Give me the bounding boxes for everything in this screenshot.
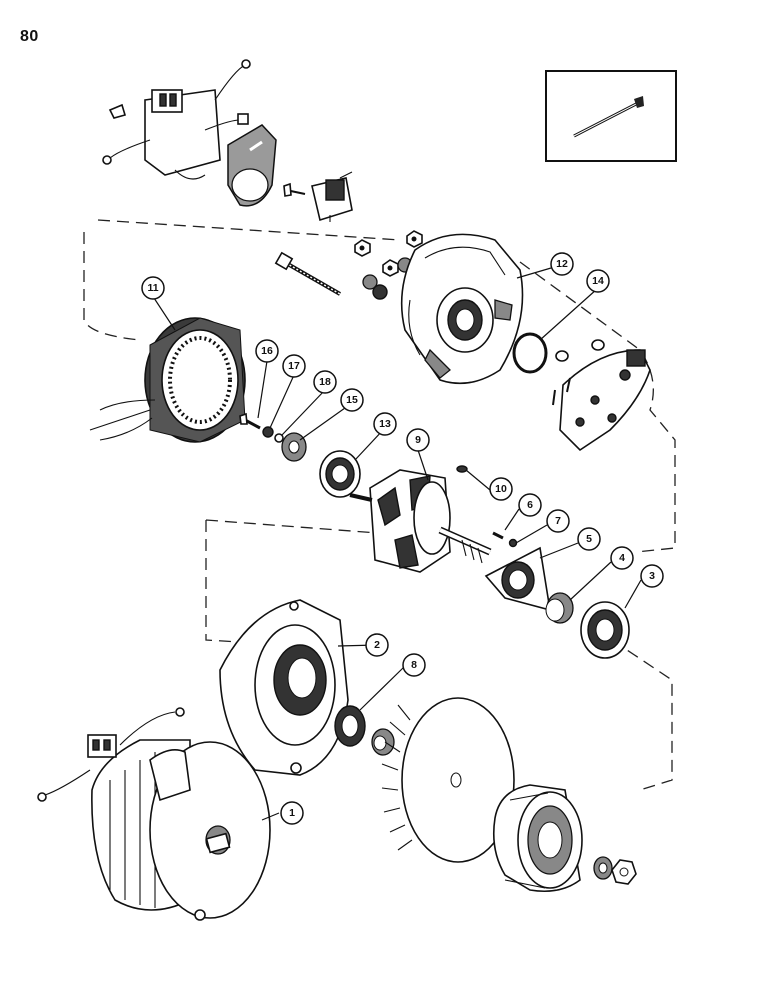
callout-8-label: 8: [411, 659, 417, 671]
front-seal: [334, 705, 366, 747]
rear-bearing: [319, 450, 361, 498]
callout-9-label: 9: [415, 434, 421, 446]
callout-1: 1: [280, 801, 304, 825]
retainer-screw: [492, 531, 504, 540]
shaft-spacer: [371, 728, 395, 756]
callout-18-label: 18: [319, 376, 331, 388]
pulley-nut: [611, 859, 637, 885]
callout-9: 9: [406, 428, 430, 452]
callout-4: 4: [610, 546, 634, 570]
callout-16: 16: [255, 339, 279, 363]
callout-6-label: 6: [527, 499, 533, 511]
callout-7: 7: [546, 509, 570, 533]
stator: [89, 317, 246, 443]
callout-10-label: 10: [495, 483, 507, 495]
pulley-washer: [593, 856, 613, 880]
callout-1-label: 1: [289, 807, 295, 819]
callout-3-label: 3: [649, 570, 655, 582]
regulator-assembly: [102, 59, 251, 180]
callout-15-label: 15: [346, 394, 358, 406]
regulator-gasket: [227, 124, 277, 207]
callout-17: 17: [282, 354, 306, 378]
callout-10: 10: [489, 477, 513, 501]
through-bolt: [274, 251, 341, 296]
front-bearing: [580, 601, 630, 659]
callout-6: 6: [518, 493, 542, 517]
rear-end-housing: [400, 233, 524, 385]
lock-washer: [508, 538, 518, 548]
callout-14-label: 14: [592, 275, 604, 287]
terminal-nuts: [354, 230, 423, 300]
inset-long-bolt: [573, 96, 644, 138]
callout-12-label: 12: [556, 258, 568, 270]
callout-11: 11: [141, 276, 165, 300]
callout-2-label: 2: [374, 639, 380, 651]
callout-14: 14: [586, 269, 610, 293]
rotor: [349, 469, 492, 573]
callout-12: 12: [550, 252, 574, 276]
collar-spacer: [545, 592, 574, 624]
drive-pulley: [492, 784, 583, 893]
callout-15: 15: [340, 388, 364, 412]
woodruff-key: [456, 465, 468, 473]
callout-7-label: 7: [555, 515, 561, 527]
callout-5: 5: [577, 527, 601, 551]
rectifier-bridge: [552, 339, 651, 452]
callout-16-label: 16: [261, 345, 273, 357]
brush-holder: [283, 171, 353, 222]
inset-box: [545, 70, 677, 162]
callout-3: 3: [640, 564, 664, 588]
callout-8: 8: [402, 653, 426, 677]
retaining-ring: [512, 332, 548, 374]
callout-17-label: 17: [288, 360, 300, 372]
page-number: 80: [20, 28, 39, 45]
callout-5-label: 5: [586, 533, 592, 545]
callout-2: 2: [365, 633, 389, 657]
callout-13-label: 13: [379, 418, 391, 430]
cooling-fan: [381, 697, 515, 863]
callout-4-label: 4: [619, 552, 625, 564]
alternator-assembly: [37, 707, 271, 921]
bearing-retainer-plate: [484, 546, 551, 612]
drive-end-housing: [219, 599, 349, 776]
callout-18: 18: [313, 370, 337, 394]
callout-11-label: 11: [147, 282, 158, 294]
callout-13: 13: [373, 412, 397, 436]
